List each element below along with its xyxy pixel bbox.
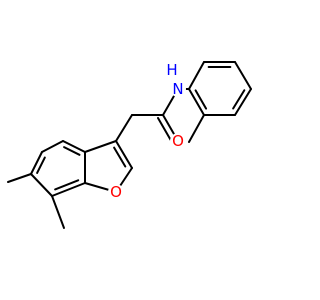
double-bond-line: [194, 89, 208, 110]
furan-bond: [115, 140, 133, 169]
carbonyl-oxygen-label-background: [170, 133, 186, 149]
ring-bond: [234, 88, 252, 116]
ring-bond: [41, 140, 64, 153]
nitrogen-atom-label: N: [172, 80, 183, 98]
furan-oxygen-label: O: [110, 183, 122, 201]
ring-bond: [234, 61, 252, 90]
carbonyl-oxygen-label: O: [172, 132, 184, 150]
ring-bond: [30, 173, 53, 197]
furan-bond: [84, 140, 117, 153]
double-bond-line: [232, 89, 246, 110]
furan-double-line: [113, 146, 127, 168]
methyl-bond: [188, 114, 205, 143]
methyl-bond: [7, 173, 32, 183]
nh-hydrogen-label: H: [166, 61, 177, 79]
furan-oxygen-label-background: [108, 184, 124, 200]
ring-bond: [188, 88, 205, 116]
molecule-structure: NH O O: [7, 61, 252, 229]
methylene-ring-bond: [115, 114, 133, 142]
double-bond-line: [54, 179, 80, 191]
double-bond-line: [36, 156, 46, 174]
nitrogen-atom-label-background: [170, 81, 186, 97]
ring-bond: [188, 61, 205, 90]
methyl-bond: [51, 195, 65, 229]
double-bond-line: [63, 146, 81, 156]
ring-bond: [62, 140, 86, 153]
ring-bond: [51, 182, 86, 197]
ring-bond: [30, 151, 43, 175]
